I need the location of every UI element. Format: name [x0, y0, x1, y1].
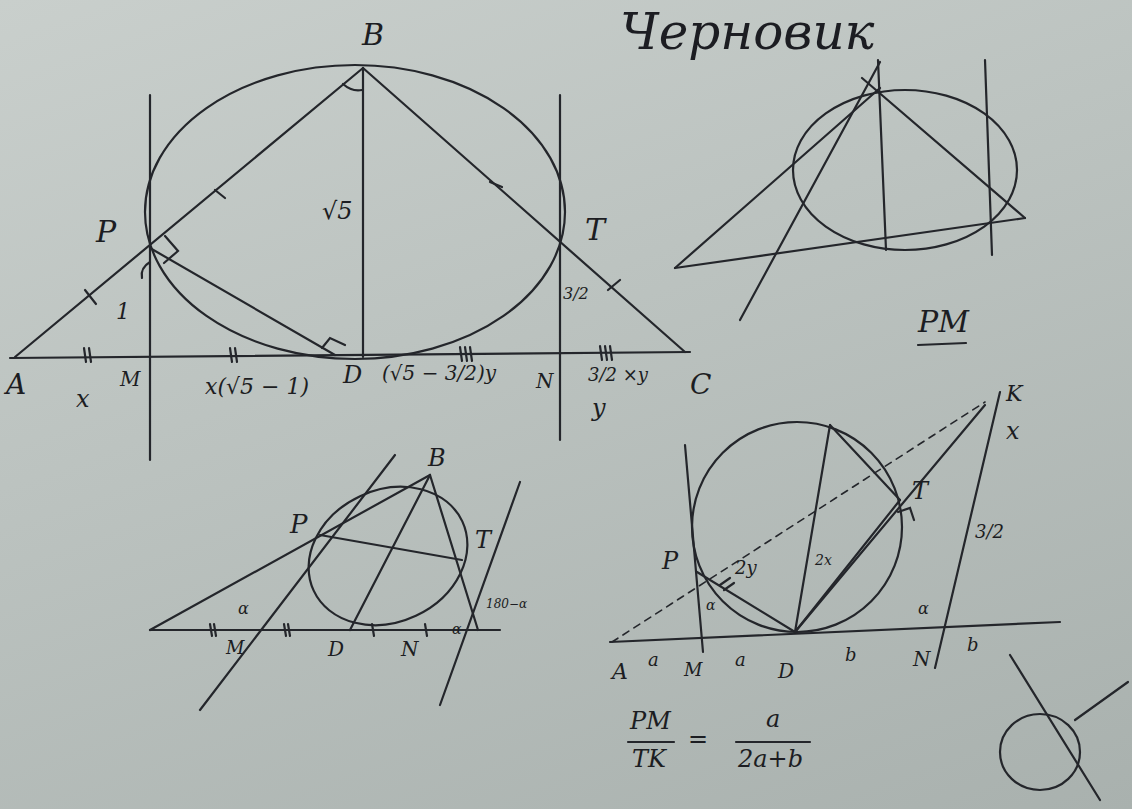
handwritten-label: D	[343, 362, 362, 388]
figure-four	[610, 392, 1060, 668]
handwritten-label: P	[662, 548, 678, 574]
handwritten-label: α	[918, 600, 929, 618]
figure-three	[150, 455, 520, 710]
handwritten-label: b	[845, 645, 857, 665]
handwritten-label: M	[226, 638, 244, 658]
handwritten-label: T	[912, 478, 928, 504]
handwritten-label: T	[585, 213, 605, 246]
handwritten-label: a	[735, 650, 746, 670]
handwritten-label: PM	[918, 305, 969, 338]
handwritten-label: 2a+b	[738, 746, 803, 772]
handwritten-label: 1	[116, 300, 130, 324]
figure-one	[10, 65, 690, 460]
handwritten-label: A	[6, 370, 26, 401]
handwritten-label: B	[362, 18, 384, 51]
handwritten-label: TK	[632, 746, 666, 772]
handwritten-label: N	[913, 648, 931, 670]
handwritten-label: α	[238, 600, 249, 618]
handwritten-label: y	[592, 395, 606, 421]
handwritten-label: a	[648, 650, 659, 670]
handwritten-label: Черновик	[620, 5, 874, 60]
handwritten-label: B	[428, 445, 446, 471]
handwritten-label: (√5 − 3/2)y	[382, 362, 496, 384]
handwritten-label: D	[328, 638, 344, 660]
handwritten-label: b	[967, 635, 979, 655]
handwritten-label: 2y	[735, 558, 757, 578]
handwritten-label: K	[1006, 382, 1022, 406]
handwritten-label: x	[76, 386, 90, 412]
handwritten-label: T	[475, 527, 491, 553]
handwritten-label: A	[612, 660, 628, 684]
handwritten-label: α	[452, 622, 461, 637]
handwritten-label: α	[706, 598, 715, 613]
small-sketch	[1000, 655, 1128, 800]
handwritten-label: x	[1006, 418, 1020, 444]
handwritten-label: N	[536, 370, 554, 392]
handwritten-label: 2x	[815, 553, 832, 568]
figure-two	[675, 60, 1025, 345]
handwritten-label: 3/2 ×y	[588, 365, 648, 385]
handwritten-label: 3/2	[563, 285, 589, 303]
handwritten-label: M	[684, 660, 702, 680]
handwritten-label: 3/2	[975, 522, 1004, 542]
handwritten-label: 180−α	[486, 598, 527, 611]
handwritten-label: PM	[630, 708, 671, 734]
handwritten-label: √5	[322, 198, 353, 224]
handwritten-label: N	[401, 638, 419, 660]
handwritten-label: P	[290, 510, 308, 539]
handwritten-label: P	[96, 215, 116, 248]
handwritten-label: x(√5 − 1)	[205, 375, 309, 399]
handwritten-label: M	[120, 368, 140, 390]
handwritten-label: D	[778, 660, 794, 682]
handwritten-label: C	[690, 370, 711, 401]
handwritten-label: =	[688, 726, 708, 752]
handwritten-label: a	[766, 706, 780, 732]
